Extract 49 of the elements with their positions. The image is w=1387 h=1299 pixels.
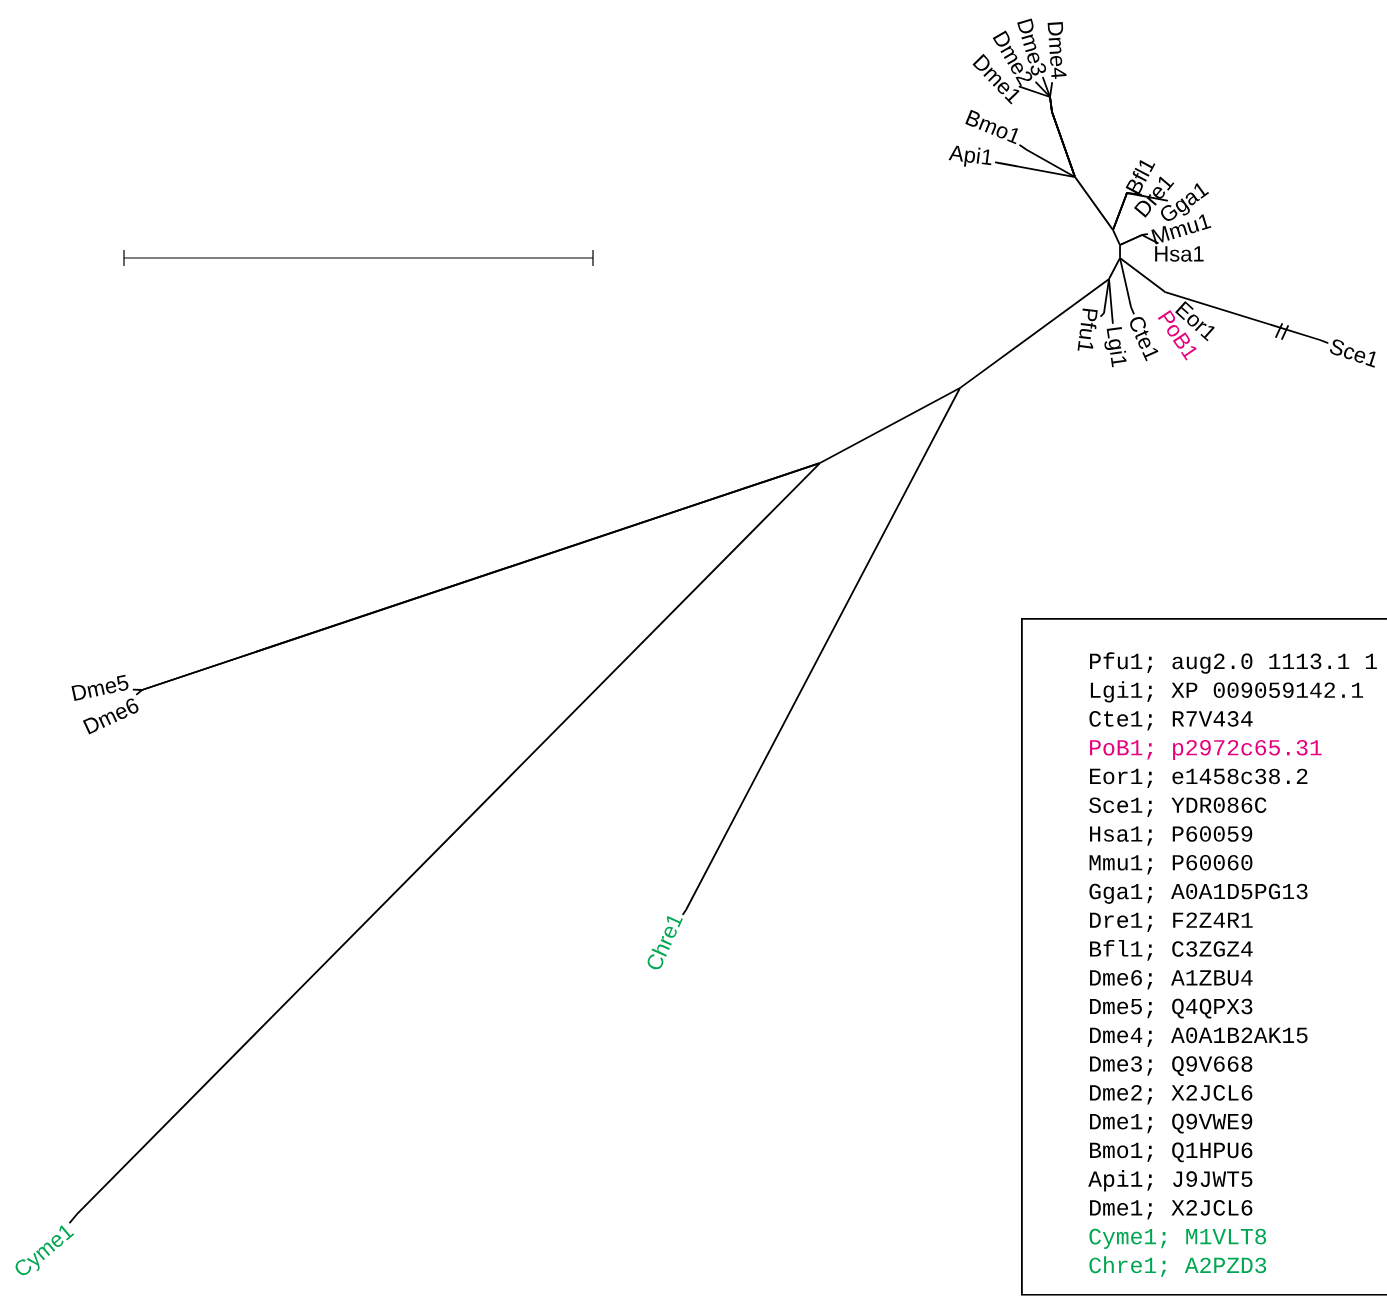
accession-entry: Pfu1; aug2.0 1113.1 1: [1090, 652, 1377, 674]
accession-entry: Dme2; X2JCL6: [1090, 1085, 1253, 1105]
leaf-label: Bmo1: [965, 109, 1019, 145]
accession-entry: Dme4; A0A1B2AK15: [1090, 1027, 1308, 1047]
accession-entry: Cyme1; M1VLT8: [1089, 1228, 1267, 1249]
accession-entry: Lgi1; XP 009059142.1: [1090, 681, 1364, 703]
accession-entry: Dme1; X2JCL6: [1090, 1200, 1253, 1220]
tree-branch: [1018, 85, 1076, 177]
tree-branch: [1120, 234, 1159, 246]
accession-entry: Dme6; A1ZBU4: [1090, 970, 1253, 990]
accession-entry: Api1; J9JWT5: [1088, 1170, 1253, 1192]
accession-entry: Dme5; Q4QPX3: [1090, 998, 1253, 1019]
accession-entry: Dre1; F2Z4R1: [1090, 912, 1253, 932]
tree-branch: [1165, 291, 1329, 344]
accession-entry: Dme1; Q9VWE9: [1090, 1113, 1253, 1134]
leaf-label: Pfu1: [1077, 308, 1098, 351]
leaf-label: Hsa1: [1155, 246, 1204, 262]
accession-entry: Gga1; A0A1D5PG13: [1089, 883, 1308, 904]
accession-entry: Eor1; e1458c38.2: [1090, 768, 1308, 789]
tree-branch: [1019, 144, 1075, 178]
leaf-label: Chre1: [647, 916, 683, 970]
accession-entry: Cte1; R7V434: [1089, 711, 1253, 731]
leaf-label: Lgi1: [1104, 326, 1127, 368]
tree-branch: [69, 462, 821, 1224]
tree-branch: [994, 161, 1075, 178]
tree-branch: [1074, 177, 1114, 230]
tree-branch: [1112, 230, 1121, 245]
accession-entry: Hsa1; P60059: [1090, 826, 1253, 846]
tree-branch: [1119, 245, 1121, 258]
accession-entry: PoB1; p2972c65.31: [1090, 739, 1322, 761]
accession-entry: Bfl1; C3ZGZ4: [1090, 939, 1253, 961]
tree-branch: [960, 278, 1110, 389]
tree-branch: [1108, 258, 1121, 279]
leaf-label: Cte1: [1130, 316, 1159, 362]
accession-entry: Bmo1; Q1HPU6: [1090, 1142, 1253, 1163]
tree-branch: [820, 387, 960, 464]
tree-branch: [1108, 279, 1114, 324]
leaf-label: Sce1: [1329, 339, 1376, 368]
accession-entry: Mmu1; P60060: [1089, 854, 1253, 875]
tree-branch: [1120, 257, 1166, 293]
tree-branch: [1119, 258, 1135, 315]
tree-branch: [1112, 192, 1169, 230]
accession-entry: Dme3; Q9V668: [1090, 1056, 1253, 1076]
tree-branch: [682, 388, 961, 916]
accession-list-box: [1021, 618, 1387, 1296]
accession-entry: Chre1; A2PZD3: [1089, 1256, 1267, 1278]
accession-entry: Sce1; YDR086C: [1089, 797, 1267, 817]
leaf-label: Api1: [948, 145, 992, 167]
leaf-label: Dme4: [1047, 22, 1067, 79]
